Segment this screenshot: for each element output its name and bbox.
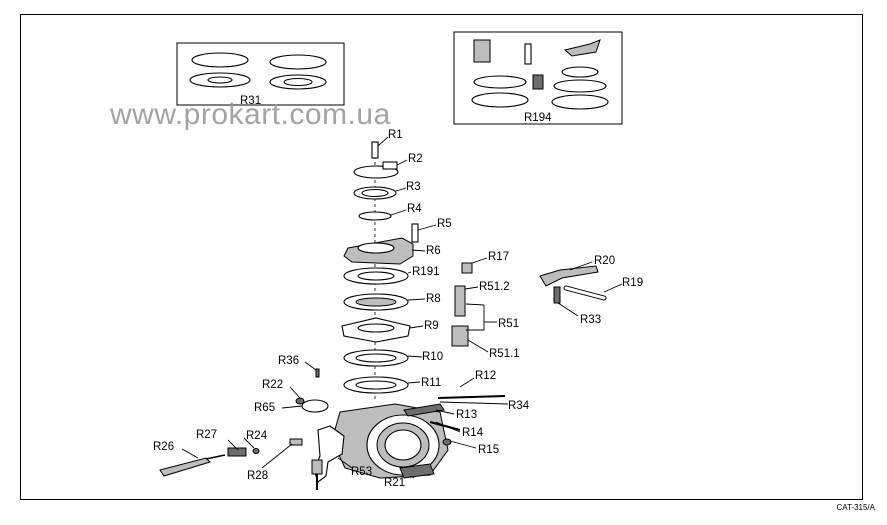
kit-r194-ring xyxy=(561,66,599,78)
label-r14: R14 xyxy=(462,427,484,439)
part-stack xyxy=(341,141,419,394)
label-r3: R3 xyxy=(406,181,421,193)
label-r51: R51 xyxy=(498,318,519,330)
part-r36-pin xyxy=(315,368,320,378)
label-r5: R5 xyxy=(437,218,452,230)
diagram-frame xyxy=(20,14,863,500)
label-r13: R13 xyxy=(456,409,477,421)
kit-r194-valve-seat xyxy=(473,39,491,63)
part-r51-2-needle xyxy=(454,285,466,317)
label-r53: R53 xyxy=(351,466,372,478)
kit-r194-needle xyxy=(524,43,532,65)
label-r21: R21 xyxy=(384,477,405,489)
label-r65: R65 xyxy=(254,402,275,414)
label-r28: R28 xyxy=(247,470,268,482)
label-r24: R24 xyxy=(246,430,268,442)
watermark-text: www.prokart.com.ua xyxy=(110,98,391,131)
kit-box-r31: R31 xyxy=(176,42,345,107)
part-r20-lever xyxy=(539,265,599,287)
part-r5-screw xyxy=(411,223,419,243)
part-r24-washer xyxy=(252,448,260,454)
part-r1-screw xyxy=(371,141,379,159)
label-r20: R20 xyxy=(594,255,615,267)
label-r22: R22 xyxy=(262,379,283,391)
label-r11: R11 xyxy=(421,377,441,389)
label-r36: R36 xyxy=(278,355,299,367)
part-r21-fitting xyxy=(399,463,435,479)
part-r28-fitting xyxy=(289,438,303,446)
label-r10: R10 xyxy=(422,351,443,363)
label-r1: R1 xyxy=(388,129,403,141)
part-r51-1-seat xyxy=(451,325,469,347)
kit-r31-gasket-1 xyxy=(191,52,249,68)
part-r65-gasket xyxy=(301,399,329,413)
label-r12: R12 xyxy=(475,370,496,382)
label-r34: R34 xyxy=(508,400,530,412)
kit-box-r194: R194 xyxy=(453,31,623,125)
part-r15-washer xyxy=(442,438,452,446)
part-labels: R1 R2 R3 R4 R5 R6 R191 R8 R9 R10 R11 R17… xyxy=(153,129,643,489)
part-r12-needle xyxy=(437,395,506,399)
label-r51-1: R51.1 xyxy=(489,348,520,360)
part-r17-plug xyxy=(461,262,473,274)
catalog-code: CAT-315/A xyxy=(836,503,875,512)
kit-r31-diaphragm-1 xyxy=(269,54,327,70)
kit-r194-gasket-2 xyxy=(553,79,607,93)
part-r26-screw xyxy=(159,457,211,477)
part-r27-spring xyxy=(227,447,247,457)
label-r4: R4 xyxy=(407,203,422,215)
label-r19: R19 xyxy=(622,277,643,289)
label-r15: R15 xyxy=(478,444,499,456)
part-r4-washer xyxy=(358,211,392,221)
label-r33: R33 xyxy=(580,314,601,326)
part-r33-spring xyxy=(553,286,561,304)
label-r27: R27 xyxy=(196,429,217,441)
kit-r194-diaphragm-2 xyxy=(551,94,609,110)
label-r2: R2 xyxy=(408,153,423,165)
kit-r194-diaphragm-1 xyxy=(471,92,529,108)
label-r194: R194 xyxy=(524,112,552,124)
label-r6: R6 xyxy=(426,245,441,257)
label-r8: R8 xyxy=(426,293,441,305)
label-r26: R26 xyxy=(153,441,174,453)
label-r17: R17 xyxy=(488,251,509,263)
kit-r194-spring xyxy=(532,74,544,90)
label-r51-2: R51.2 xyxy=(479,281,510,293)
part-carburetor-body xyxy=(331,403,449,479)
label-r31: R31 xyxy=(240,95,261,107)
leader-lines xyxy=(181,136,623,479)
kit-r194-lever xyxy=(563,39,601,57)
kit-r194-gasket-1 xyxy=(473,75,527,89)
label-r9: R9 xyxy=(424,320,439,332)
label-r191: R191 xyxy=(412,266,440,278)
part-r13-spring xyxy=(403,403,445,417)
